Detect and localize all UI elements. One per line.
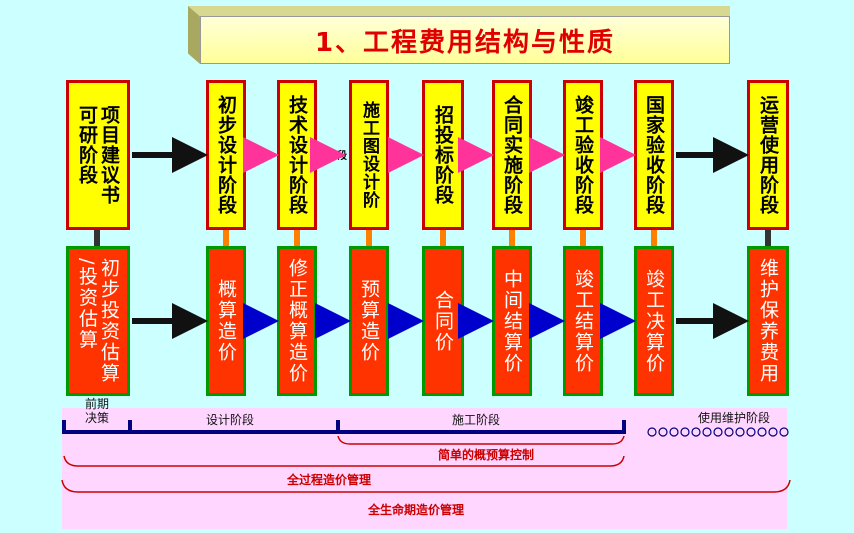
range-label-life-cycle: 全生命期造价管理: [368, 503, 465, 517]
stage-label: 国家验收阶段: [643, 95, 665, 215]
range-bracket-life-cycle: [61, 479, 791, 493]
stage-label: 可研阶段: [76, 105, 98, 185]
cost-label: /投资估算: [76, 258, 98, 351]
cost-label: 竣工决算价: [643, 268, 665, 374]
stage-label: 技术设计阶段: [286, 95, 308, 215]
range-bracket-simple: [337, 435, 625, 445]
connector: [94, 230, 100, 246]
cost-box-estimate: 概算造价: [206, 246, 246, 396]
connector: [440, 230, 446, 246]
stage-box-completion-acceptance: 竣工验收阶段: [563, 80, 603, 230]
connector: [509, 230, 515, 246]
cost-label: 维护保养费用: [757, 258, 779, 384]
stage-label: 项目建议书: [98, 105, 120, 205]
diagram-title: 1、工程费用结构与性质: [314, 27, 616, 58]
stage-label: 施工图设计阶: [359, 101, 379, 209]
stage-label: 合同实施阶段: [501, 95, 523, 215]
cost-label: 预算造价: [358, 279, 380, 363]
connector: [223, 230, 229, 246]
range-bracket-whole-process: [63, 455, 625, 467]
phase-label-construction: 施工阶段: [452, 413, 501, 427]
cost-label: 概算造价: [215, 279, 237, 363]
connector: [651, 230, 657, 246]
cost-label: 竣工结算价: [572, 268, 594, 374]
phase-band: [62, 408, 787, 529]
title-banner: 1、工程费用结构与性质: [188, 6, 730, 64]
cost-label: 初步投资估算: [98, 258, 120, 384]
cost-label: 修正概算造价: [286, 258, 308, 384]
stage-label: 招投标阶段: [432, 105, 454, 205]
cost-box-maintenance: 维护保养费用: [747, 246, 789, 396]
connector: [366, 230, 372, 246]
timeline-dots: [647, 427, 789, 437]
phase-label-design: 设计阶段: [206, 413, 255, 427]
connector: [765, 230, 771, 246]
cost-label: 中间结算价: [501, 268, 523, 374]
phase-label-early: 前期决策: [84, 397, 109, 425]
stage-label: 竣工验收阶段: [572, 95, 594, 215]
connector: [294, 230, 300, 246]
stage-box-construction-drawing: 施工图设计阶: [349, 80, 389, 230]
cost-box-revised-estimate: 修正概算造价: [277, 246, 317, 396]
stage-box-proposal: 项目建议书可研阶段: [66, 80, 130, 230]
stage-label: 初步设计阶段: [215, 95, 237, 215]
cost-label: 合同价: [432, 289, 454, 353]
stage-box-operation: 运营使用阶段: [747, 80, 789, 230]
phase-label-operation: 使用维护阶段: [698, 411, 771, 425]
connector: [580, 230, 586, 246]
cost-box-investment-estimate: 初步投资估算/投资估算: [66, 246, 130, 396]
range-label-simple: 简单的概预算控制: [438, 448, 535, 462]
range-label-whole-process: 全过程造价管理: [287, 473, 372, 487]
stage-label: 运营使用阶段: [757, 95, 779, 215]
